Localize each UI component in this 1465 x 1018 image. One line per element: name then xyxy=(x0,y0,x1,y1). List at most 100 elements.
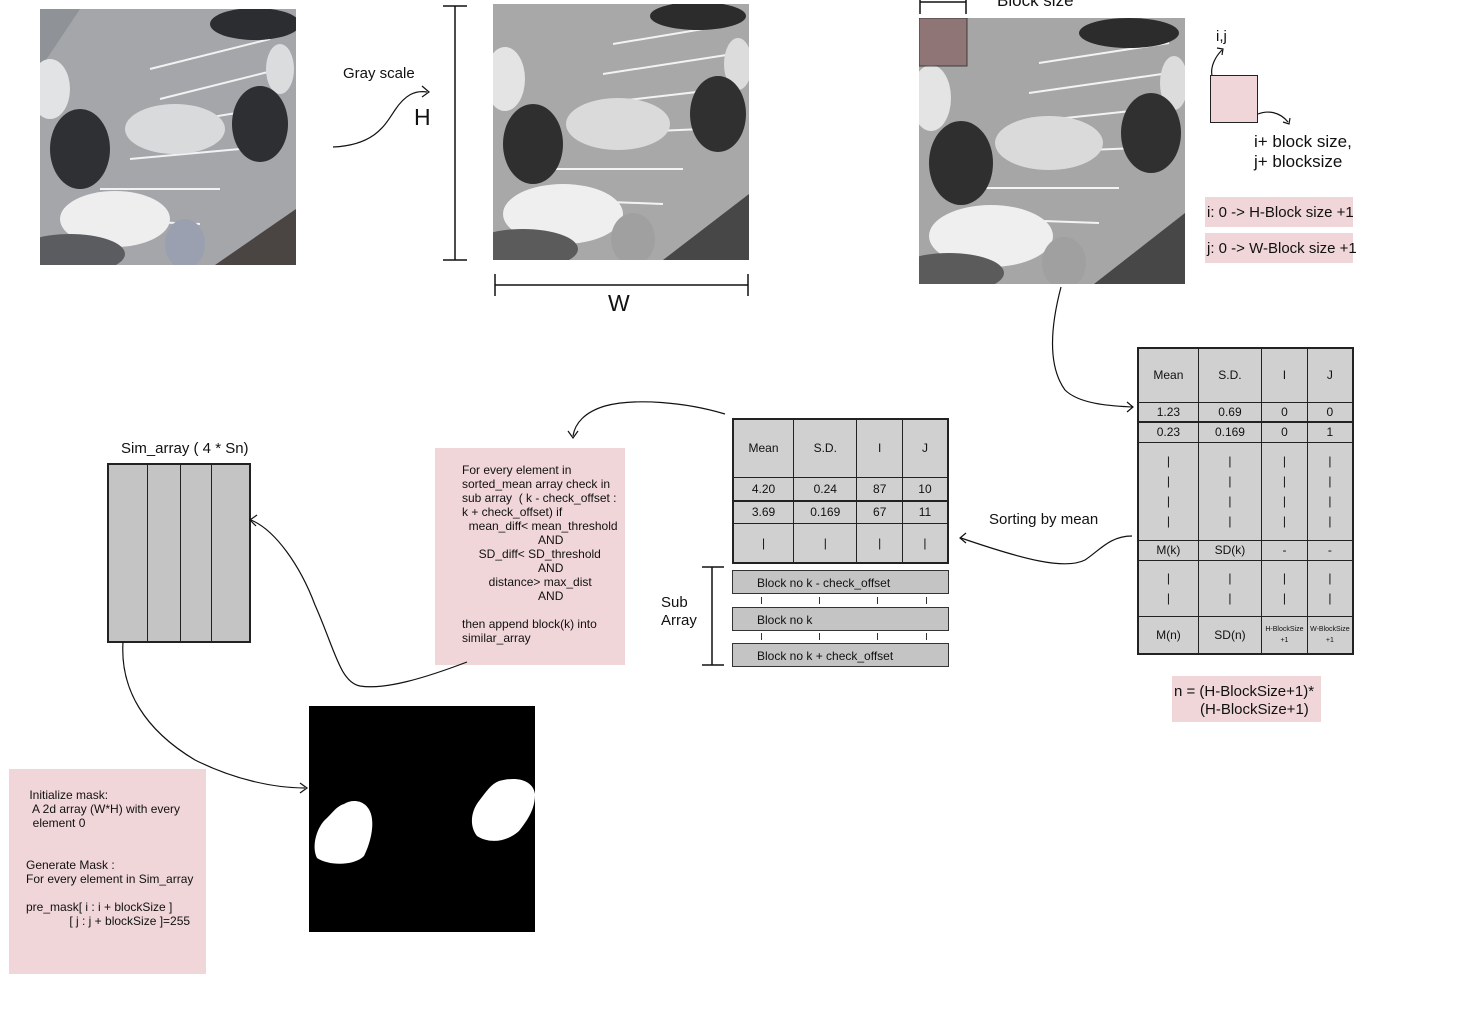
header-mean: Mean xyxy=(1137,347,1199,403)
sim-to-mask-arrow xyxy=(122,641,309,794)
ellipsis-bar: | xyxy=(1228,474,1232,488)
ellipsis-bar: | xyxy=(1228,571,1232,585)
table-cell-ellipsis: || xyxy=(1306,559,1354,617)
sub-array-label-2: Array xyxy=(661,612,697,629)
table-cell: 0.169 xyxy=(793,500,858,524)
block-end-label-2: j+ blocksize xyxy=(1254,152,1343,171)
sub-array-tick xyxy=(761,597,762,604)
table-cell: 0.169 xyxy=(1197,421,1263,443)
table-cell-ellipsis: | xyxy=(901,522,949,564)
ellipsis-bar: | xyxy=(1328,474,1332,488)
sorted-mean-table: Mean S.D. I J 4.20 0.24 87 10 3.69 0.169… xyxy=(732,418,949,564)
ij-label: i,j xyxy=(1216,28,1227,45)
table-cell: 4.20 xyxy=(732,476,795,502)
ellipsis-bar: | xyxy=(1282,591,1286,605)
table-cell: 3.69 xyxy=(732,500,795,524)
block-stats-table: Mean S.D. I J 1.23 0.69 0 0 0.23 0.169 0… xyxy=(1137,347,1354,655)
note-to-sim-arrow xyxy=(249,514,468,688)
ellipsis-bar: | xyxy=(1166,514,1170,528)
sub-array-tick xyxy=(761,633,762,640)
ellipsis-bar: | xyxy=(761,535,766,550)
ellipsis-bar: | xyxy=(1228,494,1232,508)
height-label: H xyxy=(414,104,431,130)
ellipsis-bar: | xyxy=(1228,591,1232,605)
sub-array-tick xyxy=(819,633,820,640)
mask-note: Initialize mask: A 2d array (W*H) with e… xyxy=(9,769,206,974)
mask-note-line xyxy=(26,830,193,844)
table-cell: - xyxy=(1261,539,1308,561)
block-size-label: Block size xyxy=(997,0,1074,10)
sub-array-tick xyxy=(819,597,820,604)
header-sd: S.D. xyxy=(793,418,858,478)
sub-array-row: Block no k - check_offset xyxy=(732,570,949,594)
sub-array-tick xyxy=(877,597,878,604)
table-cell-ellipsis: | xyxy=(732,522,795,564)
width-bracket xyxy=(494,274,749,296)
table-cell: 11 xyxy=(901,500,949,524)
ellipsis-bar: | xyxy=(1228,514,1232,528)
ellipsis-bar: | xyxy=(1282,454,1286,468)
sub-array-bracket xyxy=(702,566,724,666)
algorithm-note-line: distance> max_dist xyxy=(462,575,592,589)
ellipsis-bar: | xyxy=(1228,454,1232,468)
header-mean: Mean xyxy=(732,418,795,478)
header-i: I xyxy=(1261,347,1308,403)
table-cell-ellipsis: |||| xyxy=(1137,441,1199,541)
ellipsis-bar: | xyxy=(1166,474,1170,488)
ellipsis-bar: | xyxy=(1328,454,1332,468)
n-formula-note: n = (H-BlockSize+1)* (H-BlockSize+1) xyxy=(1172,676,1321,722)
table-cell: M(k) xyxy=(1137,539,1199,561)
table-cell: - xyxy=(1306,539,1354,561)
mask-note-line: element 0 xyxy=(26,816,86,830)
sim-array-box xyxy=(107,463,251,643)
color-parking-photo xyxy=(40,9,296,265)
ellipsis-bar: | xyxy=(1282,514,1286,528)
table-cell-ellipsis: | | | | xyxy=(1197,441,1263,541)
mask-note-line xyxy=(26,844,193,858)
table-cell-ellipsis: | | | | xyxy=(1261,441,1308,541)
ellipsis-bar: | xyxy=(1282,494,1286,508)
mask-note-line: pre_mask[ i : i + blockSize ] xyxy=(26,900,173,914)
block-size-bracket xyxy=(919,0,967,14)
algorithm-note-line: k + check_offset) if xyxy=(462,505,563,519)
ij-arrow xyxy=(1211,47,1224,77)
sub-array-tick xyxy=(926,597,927,604)
table-cell: SD(n) xyxy=(1197,615,1263,655)
table-cell: W-BlockSize +1 xyxy=(1306,615,1354,655)
table-cell-ellipsis: | xyxy=(856,522,903,564)
table-cell-ellipsis: | xyxy=(793,522,858,564)
sim-array-divider xyxy=(211,465,212,641)
table-cell-ellipsis: |||| xyxy=(1306,441,1354,541)
mask-note-line: A 2d array (W*H) with every xyxy=(26,802,181,816)
algorithm-note-line: AND xyxy=(462,589,564,603)
ellipsis-bar: | xyxy=(1166,494,1170,508)
j-range-note: j: 0 -> W-Block size +1 xyxy=(1205,233,1357,263)
ellipsis-bar: | xyxy=(1282,474,1286,488)
table-to-note-arrow xyxy=(567,401,726,440)
ellipsis-bar: | xyxy=(1166,591,1170,605)
algorithm-note-line: mean_diff< mean_threshold xyxy=(462,519,618,533)
header-sd: S.D. xyxy=(1197,347,1263,403)
mask-note-line: For every element in Sim_array xyxy=(26,872,194,886)
mask-note-line: Initialize mask: xyxy=(26,788,109,802)
sub-array-row: Block no k + check_offset xyxy=(732,643,949,667)
algorithm-note-line: sorted_mean array check in xyxy=(462,477,611,491)
header-i: I xyxy=(856,418,903,478)
grayscale-label: Gray scale xyxy=(343,65,415,82)
algorithm-note-line: AND xyxy=(462,561,564,575)
table-cell: 0 xyxy=(1261,421,1308,443)
sim-array-divider xyxy=(180,465,181,641)
block-end-label-1: i+ block size, xyxy=(1254,132,1352,151)
algorithm-note-line: similar_array xyxy=(462,631,531,645)
table-cell-ellipsis: || xyxy=(1137,559,1199,617)
sim-array-divider xyxy=(147,465,148,641)
table-cell: 0 xyxy=(1306,401,1354,423)
table-cell: 87 xyxy=(856,476,903,502)
table-cell: H-BlockSize +1 xyxy=(1261,615,1308,655)
block-grid-photo xyxy=(919,18,1185,284)
sim-array-title: Sim_array ( 4 * Sn) xyxy=(121,440,249,457)
table-cell: 10 xyxy=(901,476,949,502)
table-cell-ellipsis: || xyxy=(1197,559,1263,617)
output-mask-image xyxy=(309,706,535,932)
width-label: W xyxy=(608,290,630,316)
